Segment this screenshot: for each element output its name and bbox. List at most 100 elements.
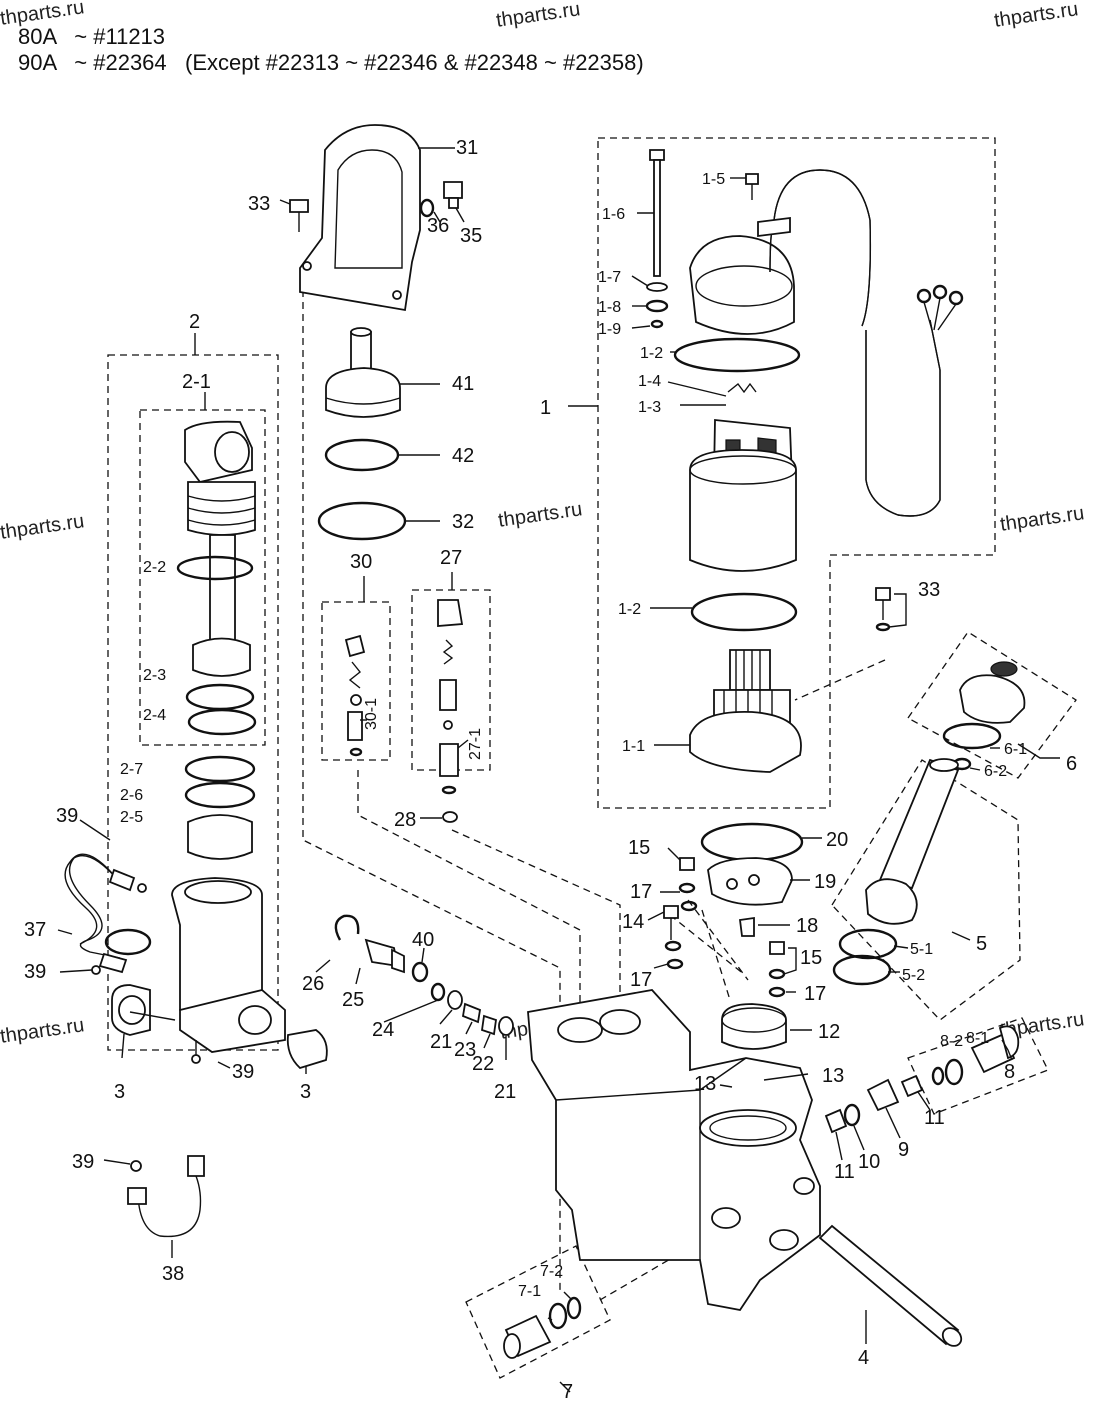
group-box-1 xyxy=(597,137,996,809)
leader-33b xyxy=(888,593,907,628)
label-35: 35 xyxy=(460,225,482,247)
pump-gear xyxy=(748,874,760,886)
label-37: 37 xyxy=(24,919,46,941)
hose-37 xyxy=(68,854,121,959)
leader-36 xyxy=(433,211,441,223)
valve-27-ball xyxy=(443,720,453,730)
o-ring-1-2 xyxy=(690,592,798,632)
cylinder-bottom-hole xyxy=(238,1005,272,1035)
label-18: 18 xyxy=(796,915,818,937)
label-33b: 33 xyxy=(918,579,940,601)
bolt-33 xyxy=(289,199,309,213)
label-39: 39 xyxy=(56,805,78,827)
bolt-15 xyxy=(679,857,695,871)
label-6-2: 6-2 xyxy=(984,763,1007,780)
valve-30-cap xyxy=(344,634,366,658)
bolt-hole xyxy=(302,261,312,271)
connector-line xyxy=(687,899,749,981)
label-38: 38 xyxy=(162,1263,184,1285)
valve-11 xyxy=(900,1074,924,1098)
o-ring-20 xyxy=(700,822,804,862)
group-box-27 xyxy=(411,589,491,771)
leader-21 xyxy=(439,1009,453,1025)
label-8-2: 8-2 xyxy=(940,1033,963,1050)
pump-body-12 xyxy=(721,1003,787,1050)
label-11: 11 xyxy=(924,1107,945,1129)
bolt-14 xyxy=(663,905,679,919)
hose-37-inner xyxy=(64,853,119,945)
motor-base-plate xyxy=(689,710,802,773)
label-10: 10 xyxy=(858,1151,880,1173)
group-box-5 xyxy=(831,759,1021,1021)
leader-3c xyxy=(129,1011,176,1021)
hose-38-fitting-left xyxy=(127,1187,147,1205)
housing-port xyxy=(599,1009,641,1035)
o-ring-39 xyxy=(91,965,101,975)
housing-pump-seat-inner xyxy=(709,1115,787,1141)
washer-1-8 xyxy=(645,299,669,313)
screw-1-5 xyxy=(745,173,759,185)
cap-6-top xyxy=(990,661,1018,677)
washer-1-7 xyxy=(646,282,668,292)
washer-17 xyxy=(768,986,786,998)
bushing-3-left-face xyxy=(118,995,146,1025)
shaft-4 xyxy=(818,1224,960,1346)
label-1: 1 xyxy=(540,397,551,419)
model-80a: 80A xyxy=(18,24,56,49)
label-1-8: 1-8 xyxy=(598,299,621,316)
label-6-1: 6-1 xyxy=(1004,741,1027,758)
valve-7-face xyxy=(503,1333,521,1359)
label-25: 25 xyxy=(342,989,364,1011)
leader-1-9 xyxy=(631,325,651,329)
housing-bore xyxy=(793,1177,815,1195)
leader-5 xyxy=(951,931,971,941)
shaft-joint-18 xyxy=(738,916,755,937)
label-41: 41 xyxy=(452,373,474,395)
label-1-5: 1-5 xyxy=(702,171,725,188)
o-ring-39 xyxy=(130,1160,142,1172)
label-11b: 11 xyxy=(834,1161,855,1183)
label-36: 36 xyxy=(427,215,449,237)
group-box-2-1 xyxy=(139,409,266,746)
label-1-6: 1-6 xyxy=(602,206,625,223)
label-24: 24 xyxy=(372,1019,394,1041)
leader-6-2 xyxy=(969,767,981,771)
washer-17 xyxy=(666,958,684,970)
motor-lead-wires-lower-core xyxy=(865,319,941,517)
washer-17 xyxy=(768,968,786,980)
leader-13b xyxy=(763,1073,809,1081)
piston-41-rod-top xyxy=(350,327,372,337)
cylinder-bore xyxy=(184,880,252,904)
connector-line xyxy=(302,290,561,1290)
leader-39c xyxy=(103,1159,131,1165)
o-ring-10 xyxy=(843,1103,861,1127)
leader-39 xyxy=(79,819,111,841)
label-31: 31 xyxy=(456,137,478,159)
label-40: 40 xyxy=(412,929,434,951)
label-23: 23 xyxy=(454,1039,476,1061)
valve-30-seal xyxy=(349,747,363,757)
label-8: 8 xyxy=(1004,1061,1015,1083)
group-box-2 xyxy=(107,354,279,1051)
end-cap-rim xyxy=(695,265,793,307)
o-ring-1-2-top xyxy=(673,337,801,373)
o-ring-28 xyxy=(442,811,458,823)
o-ring-39 xyxy=(137,883,147,893)
label-1-1: 1-1 xyxy=(622,738,645,755)
tube-5-base xyxy=(865,878,918,925)
range-80a: ~ #11213 xyxy=(74,24,166,49)
leader-7 xyxy=(559,1381,571,1393)
tube-5-top xyxy=(929,758,959,772)
leader-37 xyxy=(57,929,73,935)
label-13b: 13 xyxy=(822,1065,844,1087)
connector-line xyxy=(451,829,621,1040)
label-26: 26 xyxy=(302,973,324,995)
o-ring-6-1 xyxy=(942,722,1002,750)
yoke-rim xyxy=(689,455,797,485)
label-1-7: 1-7 xyxy=(598,269,621,286)
leader-3 xyxy=(121,1033,125,1059)
label-39c: 39 xyxy=(72,1151,94,1173)
leader-14 xyxy=(647,911,665,921)
label-19: 19 xyxy=(814,871,836,893)
housing-port xyxy=(557,1017,603,1043)
